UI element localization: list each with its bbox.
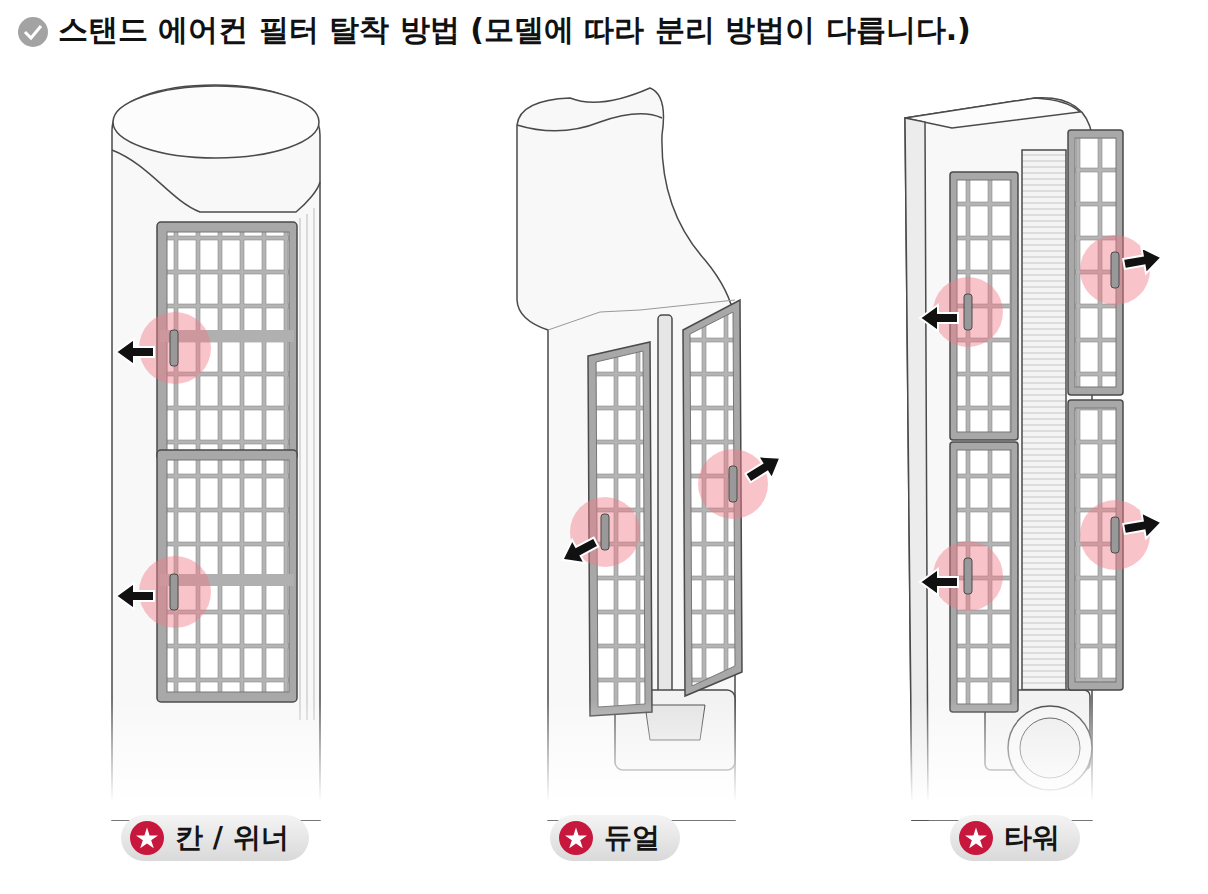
badge-star — [136, 827, 158, 848]
page-title: 스탠드 에어컨 필터 탈착 방법 (모델에 따라 분리 방법이 다릅니다.) — [58, 10, 971, 50]
highlight-circle — [1080, 235, 1150, 305]
pull-arrow — [1122, 510, 1164, 542]
check-mark — [25, 26, 41, 38]
model-name: 칸 / 위너 — [175, 819, 289, 857]
side-grille — [300, 208, 314, 720]
highlight-circle — [1080, 500, 1150, 570]
unit-top-line — [517, 114, 662, 131]
filter-handle — [170, 574, 178, 610]
center-fins — [1022, 150, 1066, 690]
unit-top — [113, 86, 319, 158]
filter-frame — [157, 222, 297, 460]
filter-handle — [964, 558, 972, 594]
model-label: 듀얼 — [550, 815, 680, 861]
pull-arrow — [116, 583, 154, 609]
badge-star — [965, 827, 987, 848]
filter-handle — [729, 466, 737, 502]
model-label: 타워 — [950, 815, 1080, 861]
unit-top — [905, 98, 1080, 128]
badge-star — [565, 827, 587, 848]
pull-arrow — [920, 305, 958, 331]
filter-handle — [601, 514, 609, 550]
star-badge — [558, 820, 594, 856]
filter-handle — [1111, 252, 1119, 288]
pull-arrow — [556, 531, 602, 572]
check-icon — [18, 17, 48, 47]
pull-arrow — [116, 339, 154, 365]
filter-handle — [170, 330, 178, 366]
filter-handle — [1111, 517, 1119, 553]
center-rod — [658, 315, 672, 695]
filter-frame — [157, 450, 297, 702]
filter-handle — [964, 294, 972, 330]
model-name: 타워 — [1004, 819, 1060, 857]
pull-arrow — [741, 447, 787, 489]
check-circle — [18, 17, 48, 47]
model-label: 칸 / 위너 — [121, 815, 309, 861]
model-name: 듀얼 — [604, 819, 660, 857]
pull-arrow — [920, 569, 958, 595]
unit-face-line — [112, 150, 320, 212]
highlight-circle — [698, 449, 768, 519]
badge-circle — [559, 821, 593, 855]
pull-arrow — [1122, 245, 1164, 277]
star-badge — [129, 820, 165, 856]
badge-circle — [959, 821, 993, 855]
badge-circle — [130, 821, 164, 855]
star-badge — [958, 820, 994, 856]
bottom-fade — [0, 700, 1208, 820]
